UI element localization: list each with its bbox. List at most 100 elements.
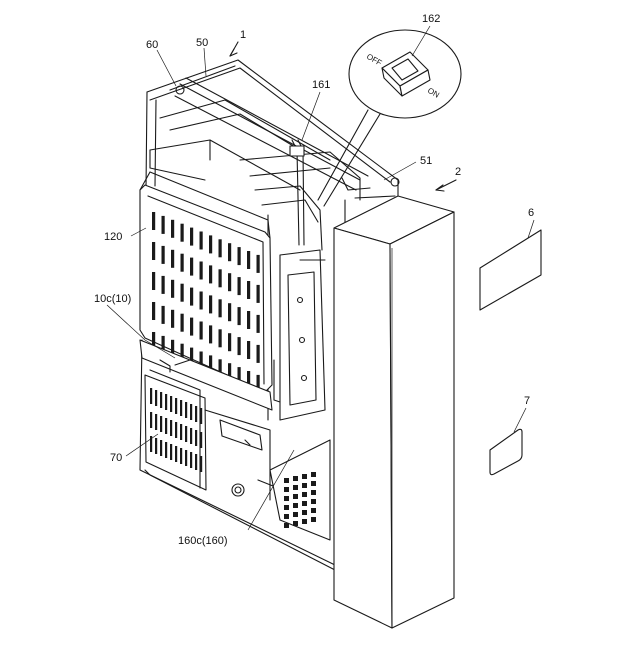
panel-slot (238, 307, 241, 325)
terminal-cell (311, 517, 316, 522)
terminal-cell (311, 472, 316, 477)
grille-slot (195, 454, 197, 470)
grille-slot (185, 426, 187, 442)
grille-slot (160, 440, 162, 456)
panel-slot (171, 310, 174, 328)
label-10c: 10c(10) (94, 293, 131, 305)
panel-slot (200, 232, 203, 250)
grille-slot (200, 408, 202, 424)
grille-slot (150, 388, 152, 404)
terminal-cell (284, 514, 289, 519)
grille-slot (160, 416, 162, 432)
grille-slot (190, 428, 192, 444)
grille-slot (175, 446, 177, 462)
panel-slot (219, 269, 222, 287)
grille-slot (175, 398, 177, 414)
panel-slot (247, 311, 250, 329)
grille-slot (170, 396, 172, 412)
panel-slot (238, 277, 241, 295)
panel-slot (219, 239, 222, 257)
terminal-cell (311, 499, 316, 504)
label-50: 50 (196, 37, 208, 49)
label-120: 120 (104, 231, 122, 243)
panel-slot (257, 255, 260, 273)
panel-slot (238, 247, 241, 265)
grille-slot (185, 402, 187, 418)
label-7: 7 (524, 395, 530, 407)
panel-slot (228, 243, 231, 261)
panel-slot (181, 314, 184, 332)
panel-slot (200, 322, 203, 340)
grille-slot (150, 412, 152, 428)
grille-slot (155, 438, 157, 454)
panel-slot (257, 315, 260, 333)
panel-slot (219, 329, 222, 347)
grille-slot (195, 406, 197, 422)
panel-slot (200, 292, 203, 310)
panel-slot (247, 251, 250, 269)
panel-slot (190, 228, 193, 246)
terminal-cell (293, 494, 298, 499)
grille-slot (170, 444, 172, 460)
panel-slot (171, 280, 174, 298)
grille-slot (165, 418, 167, 434)
grille-slot (180, 400, 182, 416)
terminal-cell (302, 492, 307, 497)
panel-slot (152, 242, 155, 260)
grille-slot (200, 456, 202, 472)
terminal-cell (284, 523, 289, 528)
terminal-cell (284, 496, 289, 501)
switch-magnifier: OFF ON (318, 30, 461, 206)
grille-slot (175, 422, 177, 438)
label-1: 1 (240, 29, 246, 41)
terminal-cell (293, 521, 298, 526)
panel-slot (181, 254, 184, 272)
panel-slot (190, 288, 193, 306)
panel-slot (171, 220, 174, 238)
panel-slot (247, 341, 250, 359)
panel-slot (257, 285, 260, 303)
grille-slot (195, 430, 197, 446)
panel-slot (228, 273, 231, 291)
panel-slot (181, 284, 184, 302)
label-6: 6 (528, 207, 534, 219)
grille-slot (180, 424, 182, 440)
panel-slot (209, 235, 212, 253)
label-160c: 160c(160) (178, 535, 228, 547)
grille-slot (165, 394, 167, 410)
grille-slot (185, 450, 187, 466)
panel-slot (190, 258, 193, 276)
panel-slot (162, 246, 165, 264)
panel-slot (238, 337, 241, 355)
panel-slot (171, 250, 174, 268)
panel-slot (162, 306, 165, 324)
lower-grille-slots (150, 388, 202, 472)
grille-slot (160, 392, 162, 408)
panel-slot (181, 224, 184, 242)
panel-slot (200, 262, 203, 280)
panel-slot (209, 295, 212, 313)
panel-slot (209, 265, 212, 283)
panel-slot (152, 212, 155, 230)
label-2: 2 (455, 166, 461, 178)
label-51: 51 (420, 155, 432, 167)
panel-slot (247, 281, 250, 299)
terminal-cell (284, 487, 289, 492)
terminal-cell (284, 478, 289, 483)
part-6-panel (480, 230, 541, 310)
terminal-cell (311, 490, 316, 495)
panel-slot (228, 303, 231, 321)
terminal-cell (293, 512, 298, 517)
terminal-cell (302, 483, 307, 488)
part-7-card (490, 429, 522, 474)
label-70: 70 (110, 452, 122, 464)
terminal-cell (311, 508, 316, 513)
grille-slot (190, 452, 192, 468)
label-162: 162 (422, 13, 440, 25)
panel-slot (162, 216, 165, 234)
label-161: 161 (312, 79, 330, 91)
front-cover[interactable] (334, 196, 454, 628)
grille-slot (200, 432, 202, 448)
terminal-cell (293, 476, 298, 481)
